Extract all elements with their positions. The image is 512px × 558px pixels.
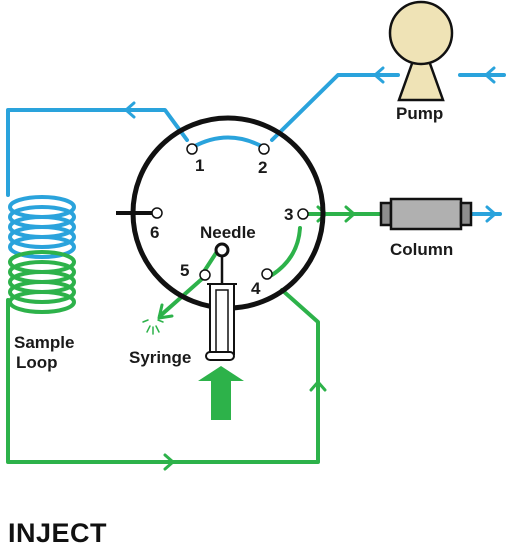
mobile-phase-lines xyxy=(6,73,506,216)
sample-loop-label-line2: Loop xyxy=(16,353,58,372)
waste-spray-icon xyxy=(142,319,164,335)
port-3 xyxy=(297,208,309,220)
loop-coil-green xyxy=(8,250,76,314)
pump-label: Pump xyxy=(396,104,443,123)
needle-label: Needle xyxy=(200,223,256,242)
pump-to-port2-line xyxy=(270,73,400,142)
arrow-column-out xyxy=(485,205,497,223)
push-arrow-icon xyxy=(198,366,244,420)
mobile-phase-arrows xyxy=(124,66,497,223)
loop-coil-blue xyxy=(8,195,76,259)
syringe-icon xyxy=(205,283,237,361)
port-2-label: 2 xyxy=(258,158,267,177)
sample-arrows xyxy=(157,205,356,471)
valve-channel-1-2 xyxy=(191,135,265,149)
port1-to-loop-line xyxy=(6,108,189,197)
syringe-label: Syringe xyxy=(129,348,191,367)
loop-return-line xyxy=(6,288,320,464)
valve-ports xyxy=(151,143,309,281)
port-6-label: 6 xyxy=(150,223,159,242)
port-4-label: 4 xyxy=(251,279,261,298)
port-4 xyxy=(261,268,273,280)
arrow-pump-out xyxy=(373,66,385,84)
port-6 xyxy=(151,207,163,219)
port-5-label: 5 xyxy=(180,261,189,280)
mode-title: INJECT xyxy=(8,518,108,548)
arrow-top-left xyxy=(124,101,136,119)
port-5 xyxy=(199,269,211,281)
arrow-inlet xyxy=(484,66,496,84)
column-icon xyxy=(379,197,473,231)
arrow-waste xyxy=(157,303,174,320)
arrow-to-column-2 xyxy=(344,205,356,223)
valve-channel-3-4 xyxy=(270,226,302,277)
sample-loop-label-line1: Sample xyxy=(14,333,74,352)
column-label: Column xyxy=(390,240,453,259)
arrow-right-up xyxy=(309,380,327,392)
port-labels: 1 2 3 4 5 6 xyxy=(150,156,293,298)
port-1-label: 1 xyxy=(195,156,204,175)
pump-icon xyxy=(388,0,454,102)
arrow-bottom xyxy=(163,453,175,471)
port-2 xyxy=(258,143,270,155)
port-1 xyxy=(186,143,198,155)
port-3-label: 3 xyxy=(284,205,293,224)
sample-loop-coil xyxy=(8,195,76,314)
